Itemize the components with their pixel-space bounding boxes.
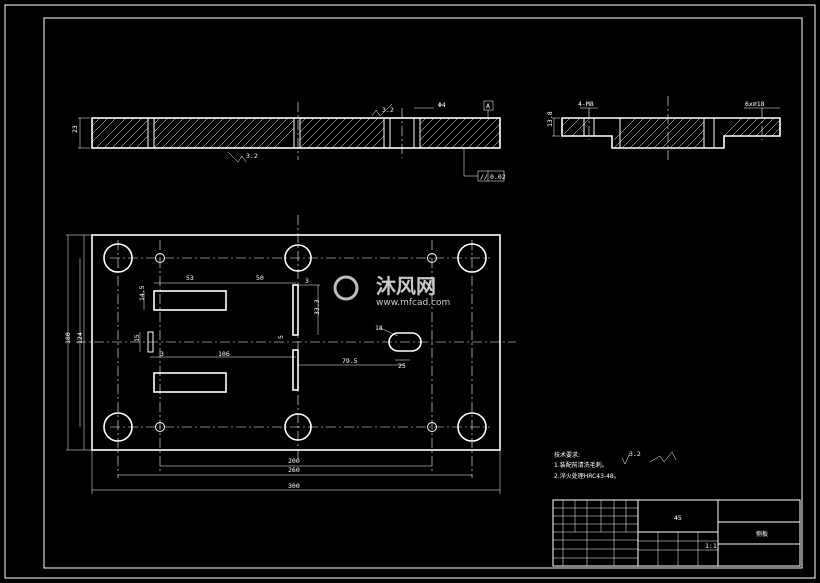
- roughness-check-icon: [621, 452, 631, 465]
- technical-notes: 技术要求: 1.装配前清洗毛刺。 2.淬火处理HRC43-48。 3.2: [554, 450, 677, 480]
- watermark-logo-icon: [333, 275, 359, 301]
- plate-outline: [91, 234, 501, 451]
- roughness-bottom: 3.2: [246, 152, 258, 160]
- slot-lower: [153, 372, 227, 393]
- small-hole: [155, 422, 165, 432]
- dim-14-5: 14.5: [138, 285, 146, 301]
- dim-106: 106: [218, 350, 230, 358]
- slit-lower: [292, 349, 299, 391]
- center-hole-bottom: [284, 413, 312, 441]
- small-hole: [427, 422, 437, 432]
- hole-dim: Φ4: [438, 101, 446, 109]
- title-scale: 1:1: [705, 542, 717, 550]
- roughness-symbol-value: 3.2: [629, 450, 641, 458]
- title-material: 45: [674, 514, 682, 522]
- dim-260: 260: [288, 466, 300, 474]
- section-view: 13.8 4-M8 6x∅18: [546, 96, 781, 162]
- tolerance-value: 0.02: [490, 173, 506, 181]
- notes-line-1: 1.装配前清洗毛刺。: [554, 461, 608, 469]
- front-view: 53 50 3 14.5 33.3 15 5 3 106 79.5 25 18 …: [64, 215, 516, 494]
- corner-hole-bl: [103, 412, 133, 442]
- dim-3-left: 3: [160, 350, 164, 358]
- corner-hole-br: [457, 412, 487, 442]
- corner-hole-tr: [457, 243, 487, 273]
- watermark-url: www.mfcad.com: [376, 298, 450, 308]
- center-hole-top: [284, 244, 312, 272]
- dim-5: 5: [277, 335, 285, 339]
- side-view: 23 3.2 3.2 Φ4 A // 0.02: [71, 100, 506, 182]
- corner-hole-tl: [103, 243, 133, 273]
- section-label-counterbore: 6x∅18: [745, 100, 765, 108]
- outer-border: [4, 4, 816, 579]
- roughness-bracket-icon: [649, 451, 677, 463]
- dim-15: 15: [133, 334, 141, 342]
- small-hole: [427, 253, 437, 263]
- dim-50: 50: [256, 274, 264, 282]
- datum-label: A: [486, 102, 490, 110]
- slot-upper: [153, 290, 227, 311]
- dim-300: 300: [288, 482, 300, 490]
- inner-border: [43, 17, 803, 569]
- tolerance-symbol: //: [480, 173, 488, 181]
- pin-slot: [147, 331, 154, 353]
- slit-upper: [292, 284, 299, 336]
- section-label-thread: 4-M8: [578, 100, 594, 108]
- dim-200: 200: [288, 457, 300, 465]
- dim-25: 25: [398, 362, 406, 370]
- dim-33-3: 33.3: [313, 299, 321, 315]
- title-block: 45 侧板 1:1: [552, 499, 801, 567]
- small-hole: [155, 253, 165, 263]
- section-thickness: 13.8: [546, 111, 554, 127]
- oblong-hole: [388, 332, 422, 352]
- dim-3-top: 3: [305, 277, 309, 285]
- notes-line-2: 2.淬火处理HRC43-48。: [554, 472, 620, 480]
- dim-124: 124: [76, 332, 84, 344]
- dim-side-thickness: 23: [71, 125, 79, 133]
- dim-79-5: 79.5: [342, 357, 358, 365]
- watermark-brand: 沐风网: [376, 274, 436, 298]
- roughness-top: 3.2: [382, 106, 394, 114]
- title-part-name: 侧板: [756, 530, 768, 538]
- dim-53: 53: [186, 274, 194, 282]
- watermark: 沐风网 www.mfcad.com: [333, 274, 450, 308]
- dim-180: 180: [64, 332, 72, 344]
- notes-title: 技术要求:: [554, 451, 580, 459]
- dim-18: 18: [375, 324, 383, 332]
